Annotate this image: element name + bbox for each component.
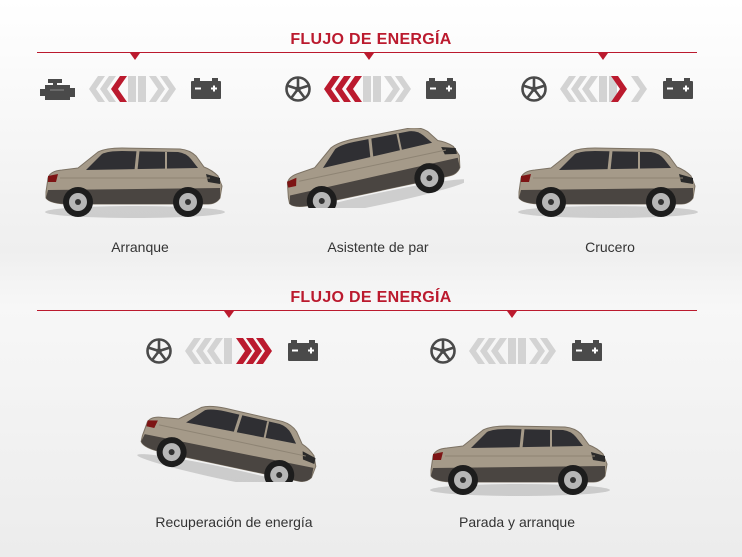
battery-icon <box>191 78 221 99</box>
battery-icon <box>572 340 602 361</box>
battery-icon <box>426 78 456 99</box>
mode-marker-recuperacion <box>224 311 234 318</box>
wheel-icon <box>521 76 547 102</box>
car-recuperacion-de-energia <box>137 402 323 482</box>
car-asistente-de-par <box>278 128 464 208</box>
engine-icon <box>40 79 75 100</box>
car-arranque <box>43 146 226 220</box>
car-crucero <box>516 146 699 220</box>
energy-flow-recuperacion <box>185 338 272 364</box>
energy-flow-parada <box>469 338 556 364</box>
mode-marker-asistente <box>364 53 374 60</box>
section-1-title: FLUJO DE ENERGÍA <box>290 31 452 48</box>
mode-label-parada-y-arranque: Parada y arranque <box>459 514 575 530</box>
mode-label-crucero: Crucero <box>585 239 635 255</box>
section-2-divider <box>37 310 697 311</box>
mode-label-arranque: Arranque <box>111 239 169 255</box>
battery-icon <box>288 340 318 361</box>
section-2-title: FLUJO DE ENERGÍA <box>290 289 452 306</box>
wheel-icon <box>146 338 172 364</box>
mode-marker-parada <box>507 311 517 318</box>
section-1-divider <box>37 52 697 53</box>
mode-label-asistente-de-par: Asistente de par <box>327 239 429 255</box>
wheel-icon <box>430 338 456 364</box>
energy-flow-crucero <box>560 76 647 102</box>
mode-marker-arranque <box>130 53 140 60</box>
wheel-icon <box>285 76 311 102</box>
battery-icon <box>663 78 693 99</box>
energy-flow-arranque <box>89 76 176 102</box>
mode-marker-crucero <box>598 53 608 60</box>
energy-flow-asistente <box>324 76 411 102</box>
mode-label-recuperacion-de-energia: Recuperación de energía <box>155 514 313 530</box>
car-parada-y-arranque <box>428 424 611 498</box>
